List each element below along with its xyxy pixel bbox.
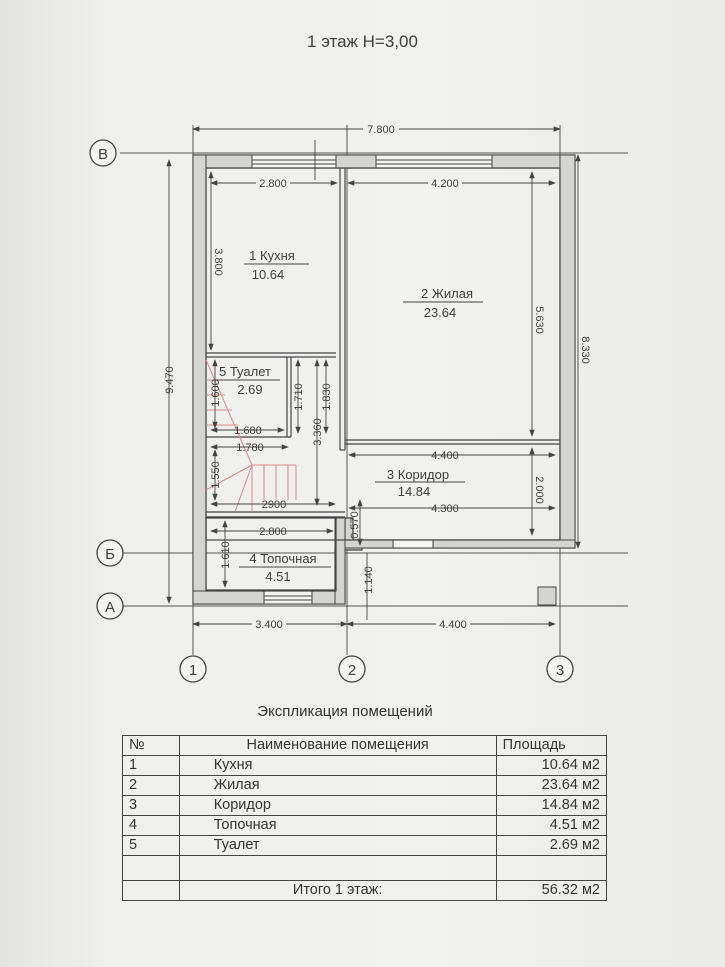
svg-text:4.400: 4.400 [431,450,459,462]
chimney [537,586,557,606]
svg-text:4.51: 4.51 [265,569,290,584]
svg-text:А: А [105,599,115,616]
row-num: 5 [122,835,180,856]
header-name: Наименование помещения [178,735,497,756]
svg-text:3 Коридор: 3 Коридор [387,467,449,482]
svg-text:1.610: 1.610 [220,541,232,569]
row-area: 14.84 м2 [495,795,608,816]
svg-text:1 Кухня: 1 Кухня [249,248,295,263]
svg-text:14.84: 14.84 [398,484,431,499]
explication-table: № Наименование помещения Площадь 1 Кухня… [122,735,608,901]
row-num: 1 [122,755,180,776]
axis-marker-v: В [89,139,117,167]
windows [251,154,493,605]
svg-text:1.780: 1.780 [236,442,264,454]
floor-plan: В Б А 1 2 3 [89,122,628,683]
svg-text:1.600: 1.600 [210,379,222,407]
table-row-empty [122,855,608,881]
header-area: Площадь [495,735,608,756]
svg-text:3.400: 3.400 [255,619,283,631]
row-name: Коридор [178,795,497,816]
svg-text:23.64: 23.64 [424,305,457,320]
empty-cell [122,880,180,901]
svg-text:2.69: 2.69 [237,382,262,397]
svg-text:2: 2 [348,662,356,679]
total-label: Итого 1 этаж: [178,880,497,901]
svg-text:8.330: 8.330 [579,336,591,364]
axis-marker-b: Б [96,539,124,567]
svg-text:2.800: 2.800 [259,526,287,538]
svg-text:3.800: 3.800 [212,248,224,276]
row-name: Жилая [178,775,497,796]
table-row: 2 Жилая 23.64 м2 [122,775,608,796]
explication-title: Экспликация помещений [257,703,433,720]
row-area: 23.64 м2 [495,775,608,796]
axis-markers: В Б А 1 2 3 [89,139,574,683]
partitions [205,167,561,592]
svg-text:4.400: 4.400 [439,619,467,631]
svg-text:1: 1 [189,662,197,679]
table-row: 4 Топочная 4.51 м2 [122,815,608,836]
svg-text:2900: 2900 [262,499,286,511]
axis-marker-1: 1 [179,655,207,683]
table-row: 5 Туалет 2.69 м2 [122,835,608,856]
row-area: 4.51 м2 [495,815,608,836]
axis-marker-a: А [96,592,124,620]
room-labels: 1 Кухня 10.64 2 Жилая 23.64 3 Коридор 14… [213,248,483,584]
empty-cell [495,855,608,881]
table-total-row: Итого 1 этаж: 56.32 м2 [122,880,608,901]
svg-text:1.680: 1.680 [234,425,262,437]
svg-text:3.360: 3.360 [312,418,324,446]
room-boiler: 4 Топочная 4.51 [239,551,331,584]
empty-cell [178,855,497,881]
svg-text:0.570: 0.570 [349,511,361,539]
total-area: 56.32 м2 [495,880,608,901]
svg-text:Б: Б [105,546,115,563]
row-name: Кухня [178,755,497,776]
row-num: 2 [122,775,180,796]
row-num: 4 [122,815,180,836]
svg-text:5.630: 5.630 [533,306,545,334]
empty-cell [122,855,180,881]
svg-text:5 Туалет: 5 Туалет [219,364,271,379]
row-num: 3 [122,795,180,816]
svg-text:В: В [98,146,108,163]
svg-text:1.710: 1.710 [293,383,305,411]
svg-text:10.64: 10.64 [252,267,285,282]
table-row: 3 Коридор 14.84 м2 [122,795,608,816]
room-living: 2 Жилая 23.64 [403,286,483,320]
svg-text:1.830: 1.830 [321,383,333,411]
room-corridor: 3 Коридор 14.84 [375,467,465,499]
floor-title: 1 этаж H=3,00 [307,32,418,51]
svg-text:4.200: 4.200 [431,178,459,190]
svg-text:9.470: 9.470 [164,366,176,394]
svg-text:2.000: 2.000 [533,476,545,504]
svg-text:2 Жилая: 2 Жилая [421,286,473,301]
axis-marker-3: 3 [546,655,574,683]
room-kitchen: 1 Кухня 10.64 [244,248,309,282]
svg-text:4 Топочная: 4 Топочная [249,551,316,566]
svg-text:2.800: 2.800 [259,178,287,190]
room-toilet: 5 Туалет 2.69 [213,364,280,397]
axis-marker-2: 2 [338,655,366,683]
table-header: № Наименование помещения Площадь [122,735,608,756]
table-row: 1 Кухня 10.64 м2 [122,755,608,776]
svg-text:1.140: 1.140 [363,566,375,594]
svg-text:3: 3 [556,662,564,679]
row-name: Туалет [178,835,497,856]
svg-text:7.800: 7.800 [367,124,395,136]
row-area: 10.64 м2 [495,755,608,776]
svg-text:4.300: 4.300 [431,503,459,515]
dimension-labels: 7.800 2.800 4.200 9.470 8.330 3.800 5.63… [164,122,591,631]
header-num: № [122,735,180,756]
row-name: Топочная [178,815,497,836]
svg-text:1.550: 1.550 [210,461,222,489]
row-area: 2.69 м2 [495,835,608,856]
